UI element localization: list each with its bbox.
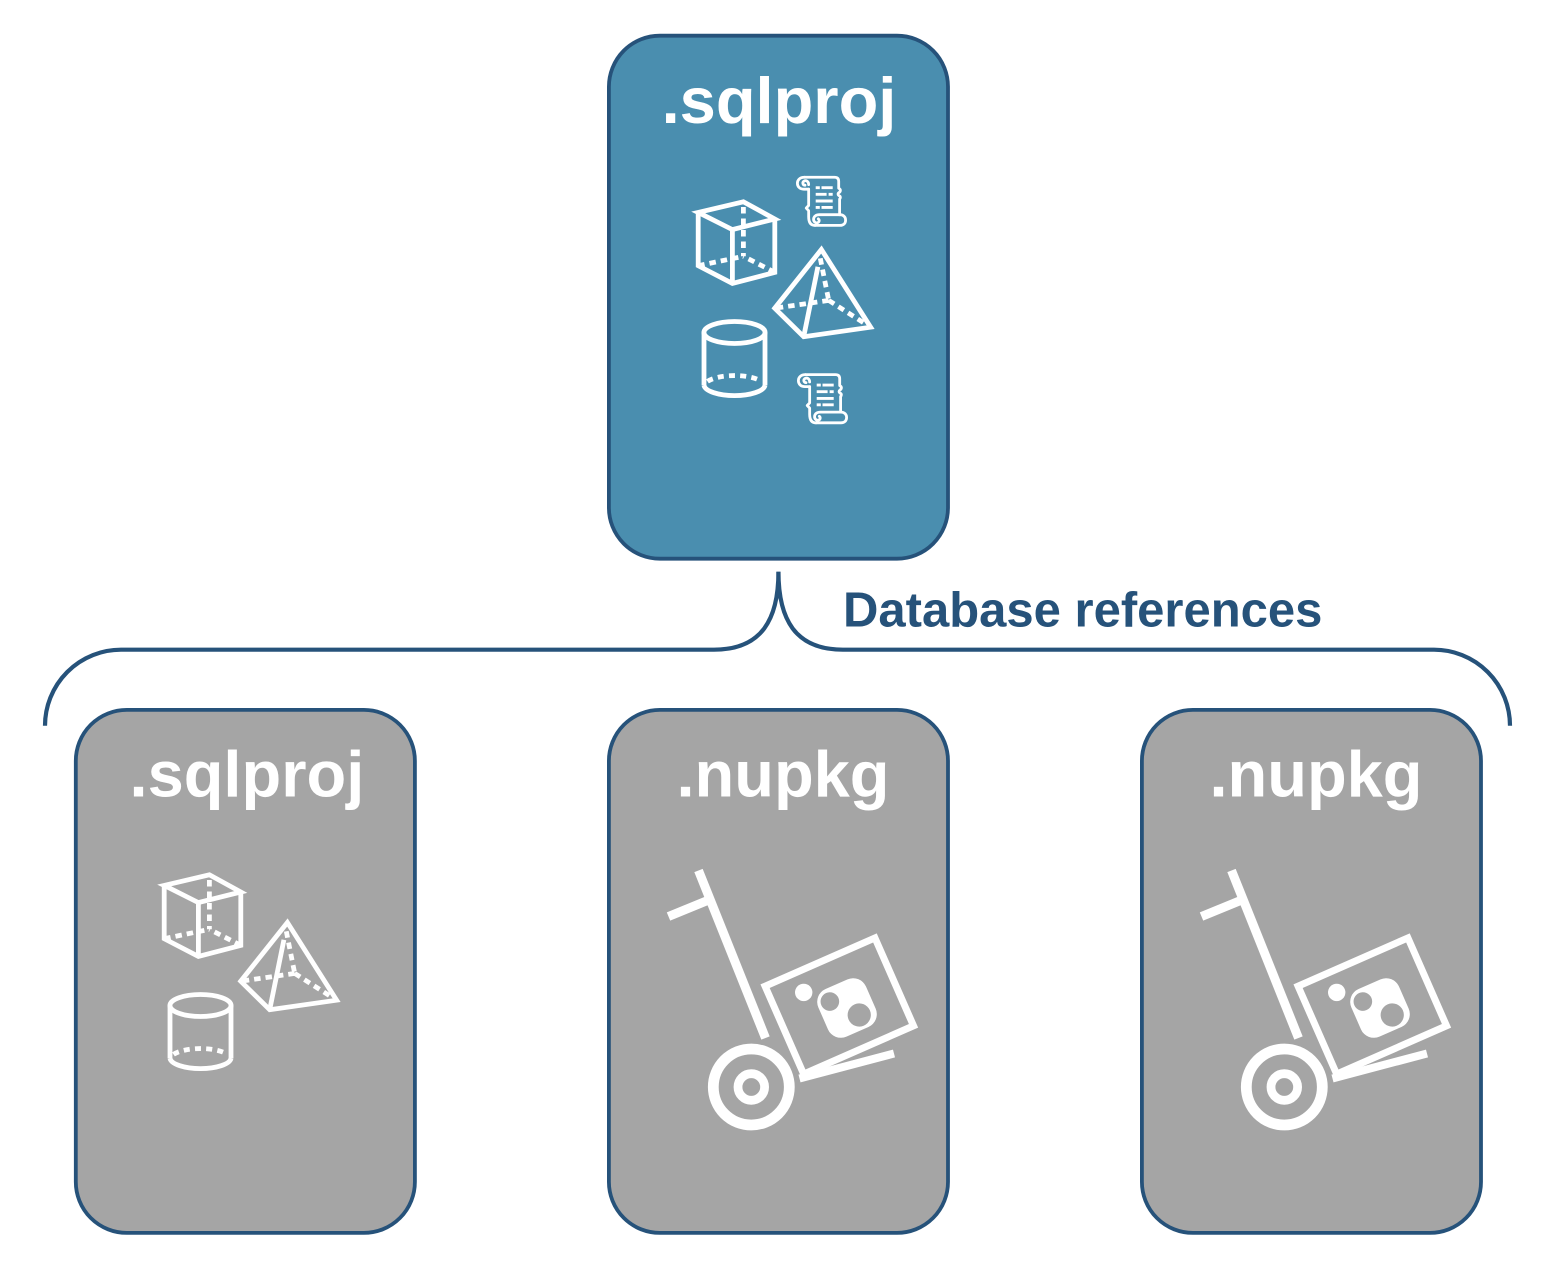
svg-text:.sqlproj: .sqlproj (662, 64, 897, 137)
svg-text:.nupkg: .nupkg (1209, 738, 1422, 811)
svg-text:.nupkg: .nupkg (676, 738, 889, 811)
svg-text:.sqlproj: .sqlproj (130, 738, 365, 811)
svg-text:Database references: Database references (843, 584, 1322, 638)
